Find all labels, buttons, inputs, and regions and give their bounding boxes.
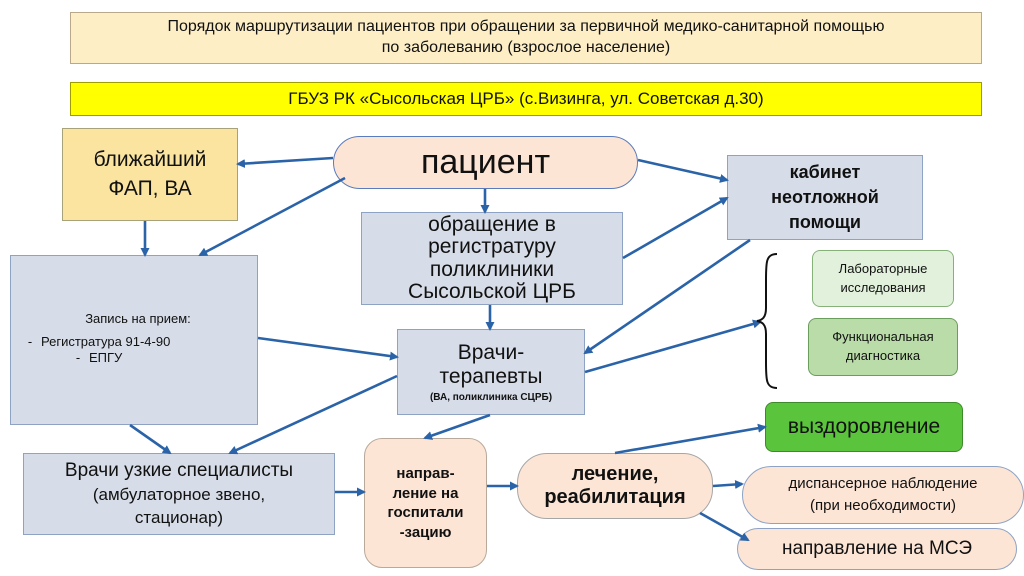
registry-line-3: поликлиники [429,257,555,281]
node-registry: обращение в регистратуру поликлиники Сыс… [361,212,623,305]
arrow-therapists-to-hospitalization [423,413,491,440]
arrow-patient-to-fap [236,156,334,169]
organization-banner: ГБУЗ РК «Сысольская ЦРБ» (с.Визинга, ул.… [70,82,982,116]
dispensary-line-1: диспансерное наблюдение [788,475,978,493]
arrow-appointment-to-therapists [257,336,399,361]
hosp-line-3: госпитали [387,504,464,521]
node-functional-diagnostics: Функциональная диагностика [808,318,958,376]
mse-label: направление на МСЭ [781,538,973,560]
urgent-line-1: кабинет [789,161,861,182]
treatment-line-2: реабилитация [544,486,686,508]
lab-line-2: исследования [840,279,926,295]
func-line-2: диагностика [845,348,921,363]
arrow-appointment-to-specialists [129,423,172,455]
specialists-line-1: Врачи узкие специалисты [64,460,294,482]
fap-line-1: ближайший [93,148,207,172]
func-line-1: Функциональная [832,329,934,345]
diagnostics-brace [756,253,778,389]
node-mse-referral: направление на МСЭ [737,528,1017,570]
arrow-treatment-to-dispensary [712,479,744,489]
patient-label: пациент [420,142,551,181]
node-specialists: Врачи узкие специалисты (амбулаторное зв… [23,453,335,535]
arrow-therapists-to-diagnostics [584,319,762,374]
specialists-line-3: стационар) [134,507,224,527]
registry-line-2: регистратуру [428,235,556,259]
node-treatment: лечение, реабилитация [517,453,713,519]
title-line-2: по заболеванию (взрослое население) [381,39,671,56]
hosp-line-2: ление на [392,484,459,502]
specialists-line-2: (амбулаторное звено, [92,484,266,504]
node-patient: пациент [333,136,638,189]
arrow-registry-to-urgent [622,196,729,260]
hosp-line-4: -зацию [399,523,452,541]
title-line-1: Порядок маршрутизации пациентов при обра… [167,18,885,36]
node-urgent-care: кабинет неотложной помощи [727,155,923,240]
hosp-line-1: направ- [396,465,455,482]
therapists-subtitle: (ВА, поликлиника СЦРБ) [429,391,553,403]
diagram-title: Порядок маршрутизации пациентов при обра… [70,12,982,64]
arrow-patient-to-urgent [637,158,729,183]
registry-line-4: Сысольской ЦРБ [408,279,576,303]
urgent-line-2: неотложной [771,186,879,207]
urgent-line-3: помощи [789,212,861,233]
treatment-line-1: лечение, [571,463,659,485]
therapists-line-2: терапевты [439,364,543,388]
appointment-item-registry: Регистратура 91-4-90 [19,334,170,350]
organization-name: ГБУЗ РК «Сысольская ЦРБ» (с.Визинга, ул.… [288,89,764,109]
fap-line-2: ФАП, ВА [108,176,192,200]
appointment-title: Запись на прием: [85,310,191,326]
recovery-label: выздоровление [787,414,941,438]
therapists-line-1: Врачи- [457,341,525,365]
appointment-item-epgu: ЕПГУ [19,351,170,366]
node-hospitalization: направ- ление на госпитали -зацию [364,438,487,568]
node-dispensary: диспансерное наблюдение (при необходимос… [742,466,1024,524]
dispensary-line-2: (при необходимости) [810,497,956,514]
node-appointment: Запись на прием: Регистратура 91-4-90 ЕП… [10,255,258,425]
node-nearest-fap: ближайший ФАП, ВА [62,128,238,221]
node-lab-tests: Лабораторные исследования [812,250,954,307]
lab-line-1: Лабораторные [838,260,928,276]
appointment-list: Регистратура 91-4-90 ЕПГУ [19,333,170,369]
arrow-treatment-to-recovery [614,423,767,455]
node-therapists: Врачи- терапевты (ВА, поликлиника СЦРБ) [397,329,585,415]
registry-line-1: обращение в [428,213,556,237]
node-recovery: выздоровление [765,402,963,452]
